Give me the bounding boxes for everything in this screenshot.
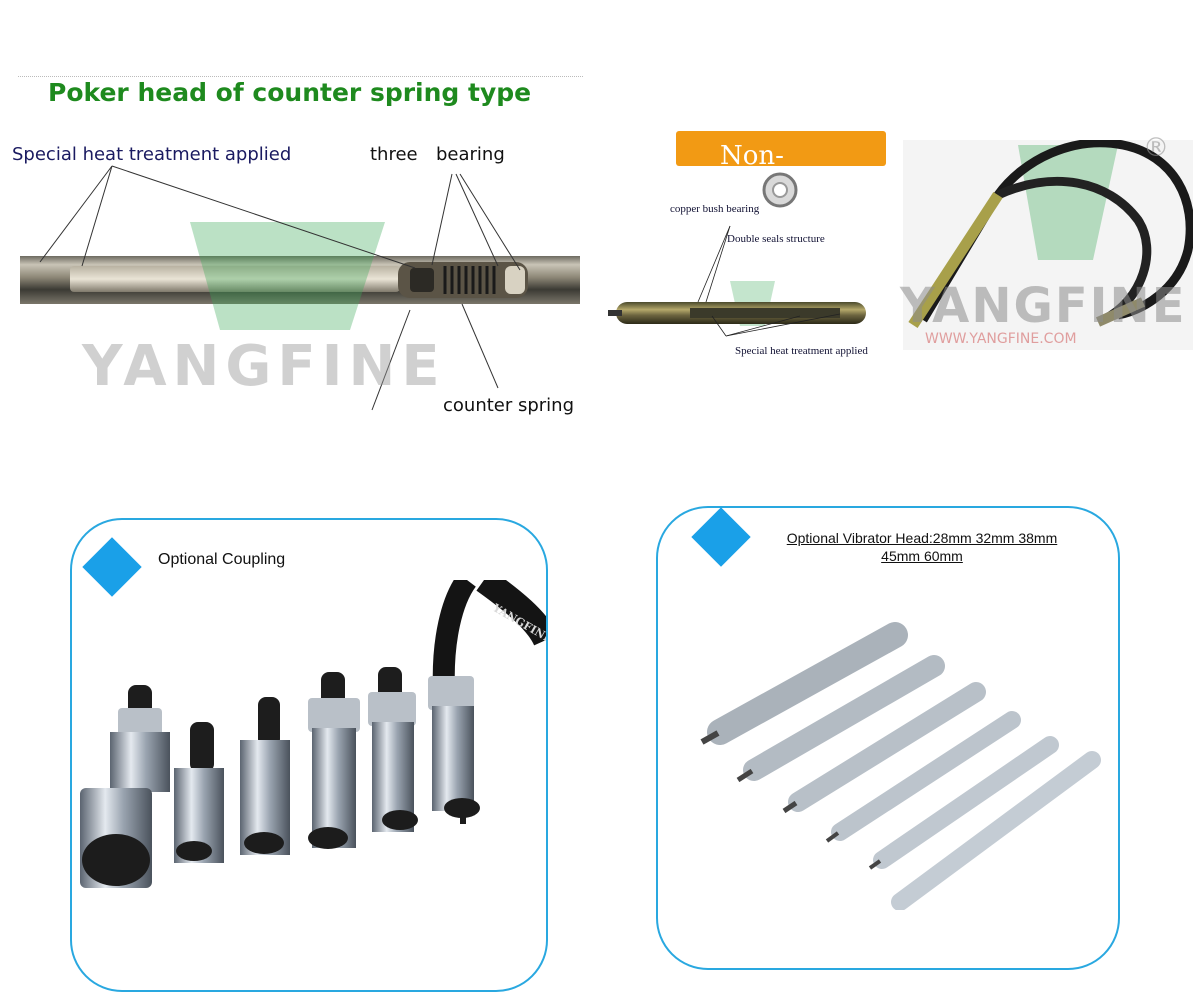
hose-coupling-end bbox=[1095, 297, 1146, 327]
label-bearing: bearing bbox=[436, 144, 505, 165]
tube-tip bbox=[608, 310, 622, 316]
label-counter-spring: counter spring bbox=[443, 395, 575, 416]
leader-lines bbox=[697, 225, 841, 337]
vibrator-head-title: Optional Vibrator Head:28mm 32mm 38mm 45… bbox=[786, 530, 1058, 564]
label-double-seals: Double seals structure bbox=[727, 233, 825, 245]
watermark-url: WWW.YANGFINE.COM bbox=[925, 331, 1077, 347]
poker-head-title: Poker head of counter spring type bbox=[48, 78, 532, 107]
vibrator-heads-photo bbox=[700, 622, 1101, 910]
coupling-hose bbox=[432, 580, 477, 691]
poker-head-illustration bbox=[20, 165, 580, 411]
coupling-hose-coil bbox=[476, 580, 546, 647]
title-dotted-rule bbox=[18, 76, 583, 77]
leader-lines bbox=[39, 165, 521, 411]
label-heat-treatment: Special heat treatment applied bbox=[12, 144, 292, 165]
coupling-title: Optional Coupling bbox=[158, 551, 286, 568]
watermark-brand-left: YANGFINE bbox=[82, 334, 446, 399]
vibrator-head-4 bbox=[825, 711, 1021, 843]
hose-coil-outer bbox=[919, 140, 1193, 323]
label-three: three bbox=[370, 144, 418, 165]
spring-coils bbox=[443, 266, 496, 294]
bearing-ring bbox=[410, 268, 434, 292]
non-banner-text: Non- bbox=[720, 141, 784, 166]
coupling-1 bbox=[110, 732, 170, 792]
shaft-end-cap bbox=[505, 266, 525, 294]
vibrator-cutaway-illustration bbox=[608, 172, 866, 337]
couplings-photo: YANGFINE bbox=[80, 580, 546, 888]
vibrator-head-1 bbox=[700, 622, 908, 745]
vibrator-poker bbox=[908, 191, 1003, 329]
hose-illustration bbox=[908, 140, 1193, 329]
inner-shaft bbox=[70, 266, 400, 292]
vibrator-head-2 bbox=[736, 655, 945, 783]
label-heat-treatment-small: Special heat treatment applied bbox=[735, 345, 868, 357]
registered-mark: ® bbox=[1143, 133, 1169, 163]
watermark-logo-shape bbox=[1018, 145, 1118, 260]
non-banner: Non- bbox=[676, 131, 886, 166]
watermark-brand-right: YANGFINE bbox=[900, 278, 1187, 334]
vibrator-head-5 bbox=[868, 736, 1059, 870]
watermark-logo-shape bbox=[190, 222, 385, 330]
coupling-6 bbox=[432, 706, 474, 811]
hose-coil-inner bbox=[996, 176, 1152, 325]
vibrator-head-3 bbox=[782, 682, 986, 814]
label-copper-bush-bearing: copper bush bearing bbox=[670, 203, 760, 215]
vibrator-head-6 bbox=[891, 751, 1101, 910]
